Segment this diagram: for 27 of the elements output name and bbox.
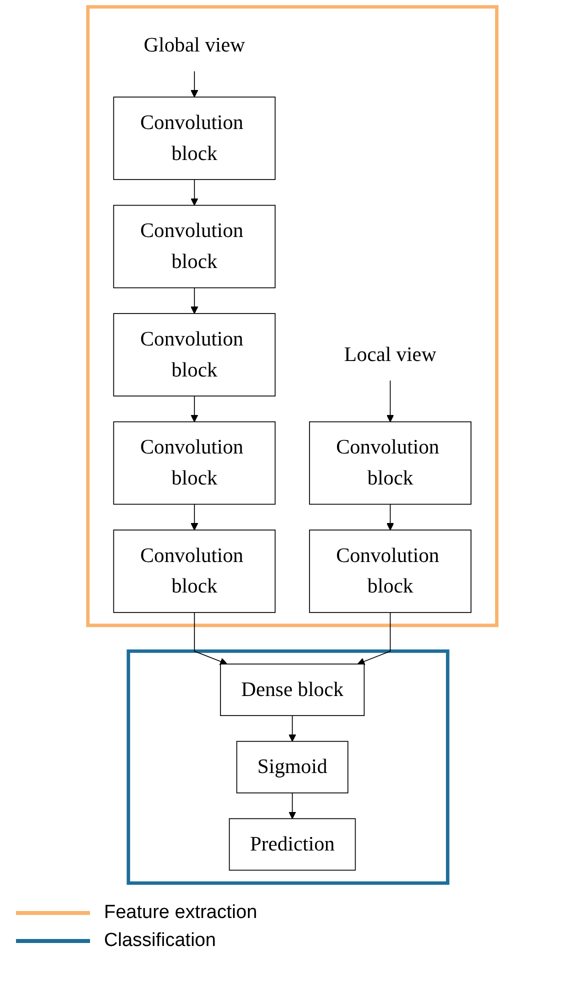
node-box (220, 664, 364, 716)
node-text: Local view (344, 344, 436, 366)
arrow (386, 380, 394, 422)
arrow (190, 396, 198, 422)
node-text: Global view (143, 34, 245, 57)
legend-text: Classification (104, 930, 216, 952)
arrow (190, 504, 198, 530)
node-box (112, 421, 276, 505)
legend-text: Feature extraction (104, 902, 258, 924)
cluster (86, 5, 498, 628)
arrow (386, 504, 394, 530)
arrow (288, 715, 296, 742)
arrow (194, 612, 228, 666)
node-box (308, 530, 472, 613)
node-box (112, 313, 276, 396)
node-box (308, 421, 472, 505)
arrow (288, 792, 296, 819)
node-box (112, 96, 276, 180)
arrow (190, 287, 198, 314)
arrow (190, 179, 198, 206)
arrow (356, 612, 390, 666)
node-box (112, 530, 276, 613)
node-box (112, 204, 276, 288)
arrow (190, 70, 198, 98)
node-box (236, 740, 348, 794)
cluster (126, 649, 450, 885)
node-box (228, 818, 356, 871)
